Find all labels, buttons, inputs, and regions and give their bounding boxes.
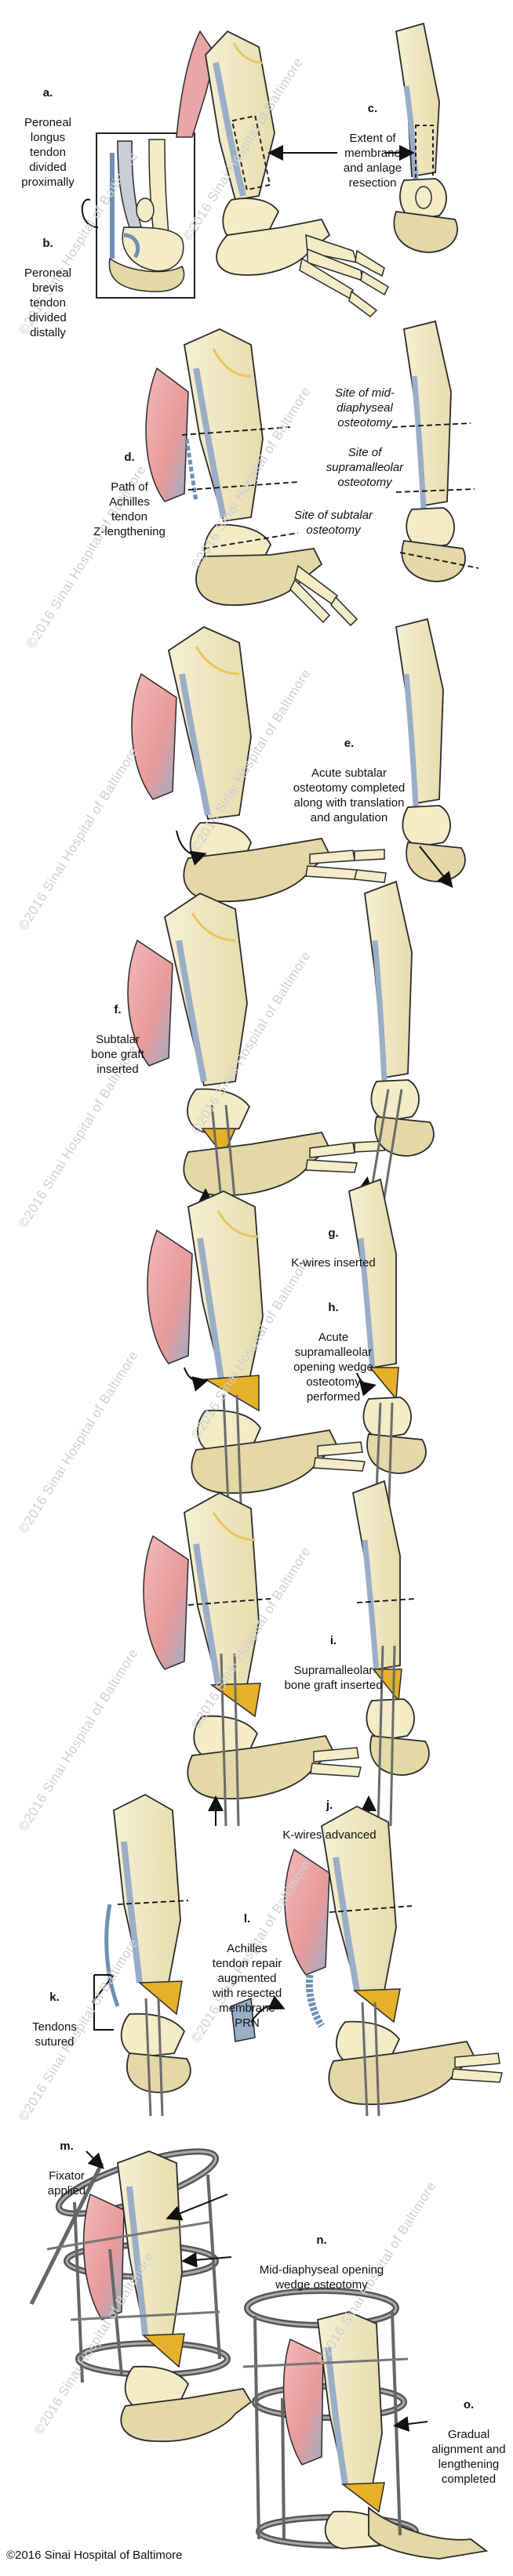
panel-6 [143, 1480, 430, 1827]
label-site-subtalar: Site of subtalar osteotomy [293, 509, 373, 537]
label-e-letter: e. [344, 737, 355, 750]
label-d-letter: d. [124, 451, 135, 464]
label-m-letter: m. [60, 2139, 74, 2153]
label-d-text: Path of Achilles tendon Z-lengthening [93, 480, 166, 538]
label-site-supra: Site of supramalleolar osteotomy [326, 446, 404, 489]
panel-7 [92, 1793, 503, 2117]
label-k-letter: k. [49, 1991, 60, 2004]
label-a-letter: a. [42, 86, 53, 100]
label-g-letter: g. [328, 1226, 339, 1240]
label-l-text: Achilles tendon repair augmented with re… [212, 1942, 282, 2030]
label-b-text: Peroneal brevis tendon divided distally [24, 266, 72, 339]
label-j-letter: j. [326, 1799, 333, 1812]
copyright-notice: ©2016 Sinai Hospital of Baltimore [6, 2549, 183, 2562]
label-f-text: Subtalar bone graft inserted [91, 1033, 144, 1076]
label-f: f. Subtalar bone graft inserted [75, 987, 161, 1077]
panel-4 [127, 880, 435, 1223]
label-k-text: Tendons sutured [32, 2020, 77, 2049]
label-o-text: Gradual alignment and lengthening comple… [431, 2428, 506, 2486]
label-c: c. Extent of membrane and anlage resecti… [326, 86, 420, 190]
label-i: i. Supramalleolar bone graft inserted [267, 1618, 400, 1693]
label-k: k. Tendons sutured [17, 1975, 92, 2049]
panel-2 [145, 320, 479, 627]
label-c-letter: c. [367, 102, 378, 115]
label-f-letter: f. [114, 1003, 122, 1016]
label-e: e. Acute subtalar osteotomy completed al… [278, 721, 420, 825]
label-m-text: Fixator applied [47, 2169, 86, 2197]
panel-1 [81, 22, 458, 317]
label-i-text: Supramalleolar bone graft inserted [284, 1664, 383, 1692]
label-e-text: Acute subtalar osteotomy completed along… [293, 766, 406, 824]
label-l: l. Achilles tendon repair augmented with… [196, 1897, 298, 2031]
label-j-text: K-wires advanced [282, 1828, 377, 1842]
panel-5 [147, 1178, 427, 1525]
label-n-letter: n. [316, 2234, 327, 2247]
label-d: d. Path of Achilles tendon Z-lengthening [82, 435, 176, 539]
label-b: b. Peroneal brevis tendon divided distal… [2, 221, 94, 340]
label-a: a. Peroneal longus tendon divided proxim… [2, 71, 94, 190]
label-i-letter: i. [329, 1634, 337, 1647]
label-site-mid: Site of mid- diaphyseal osteotomy [335, 386, 395, 429]
panel-3 [131, 618, 466, 903]
label-h: h. Acute supramalleolar opening wedge os… [275, 1285, 392, 1404]
label-b-letter: b. [42, 237, 53, 250]
panel-8 [29, 2148, 489, 2560]
label-m: m. Fixator applied [31, 2124, 102, 2198]
label-o: o. Gradual alignment and lengthening com… [428, 2382, 510, 2487]
label-h-text: Acute supramalleolar opening wedge osteo… [293, 1331, 373, 1404]
label-g: g. K-wires inserted [278, 1211, 388, 1270]
label-n-text: Mid-diaphyseal opening wedge osteotomy [259, 2263, 384, 2292]
label-g-text: K-wires inserted [291, 1256, 376, 1270]
label-n: n. Mid-diaphyseal opening wedge osteotom… [231, 2218, 412, 2292]
label-l-letter: l. [243, 1912, 251, 1926]
label-o-letter: o. [463, 2398, 475, 2411]
label-h-letter: h. [328, 1301, 339, 1314]
label-c-text: Extent of membrane and anlage resection [343, 132, 402, 190]
label-j: j. K-wires advanced [271, 1783, 388, 1842]
label-a-text: Peroneal longus tendon divided proximall… [21, 116, 75, 189]
